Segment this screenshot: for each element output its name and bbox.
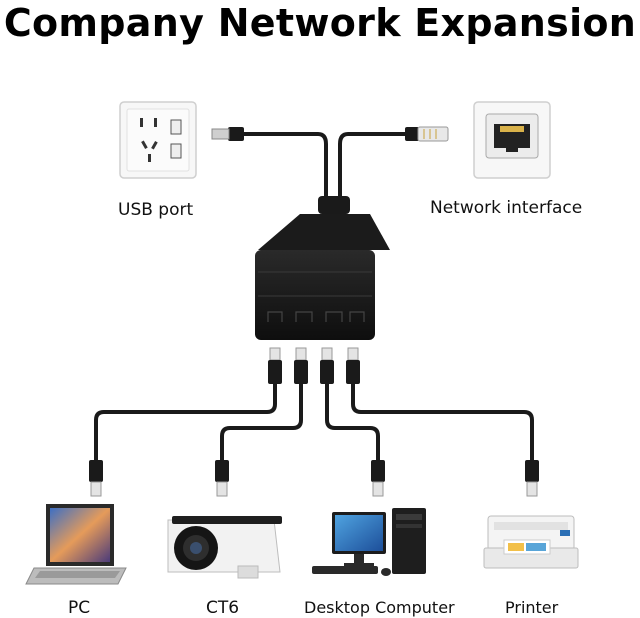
page-title: Company Network Expansion (3, 1, 637, 45)
input-cables (238, 132, 410, 200)
rj45-input-plug (405, 126, 449, 142)
output-cables (94, 382, 534, 464)
hub-output-plugs (268, 347, 360, 384)
network-splitter-hub (255, 196, 390, 340)
network-interface-label: Network interface (430, 198, 583, 218)
device-plugs (89, 460, 539, 497)
security-camera-icon (167, 516, 282, 579)
usb-plug (211, 127, 244, 141)
usb-wall-outlet (119, 101, 197, 179)
network-wall-socket (473, 101, 551, 179)
laptop-icon (25, 504, 127, 585)
usb-port-label: USB port (118, 200, 194, 220)
desktop-computer-icon (312, 508, 426, 576)
pc-label: PC (68, 598, 91, 618)
desktop-computer-label: Desktop Computer (304, 598, 455, 617)
ct6-label: CT6 (206, 598, 240, 618)
printer-label: Printer (505, 598, 559, 617)
printer-icon (483, 515, 579, 569)
